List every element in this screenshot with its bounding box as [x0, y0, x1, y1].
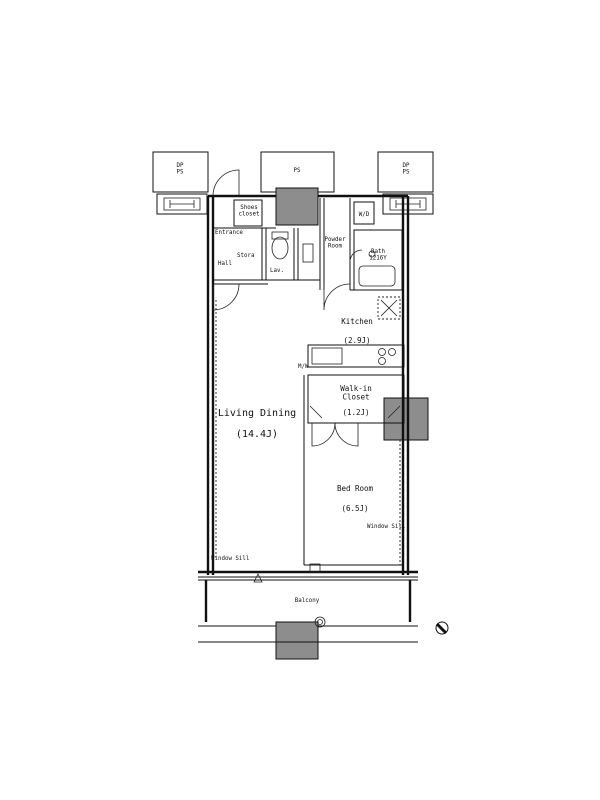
- column-shaft-top: [275, 187, 319, 226]
- outer-walls: [198, 194, 418, 578]
- label-hall: Hall: [218, 261, 232, 267]
- label-walk-in-closet-area: (1.2J): [342, 408, 369, 417]
- balcony: [198, 579, 418, 643]
- label-living-dining: Living Dining: [218, 408, 296, 419]
- label-entrance: Entrance: [215, 230, 243, 236]
- fixtures: [253, 201, 401, 583]
- interior-walls: [213, 198, 405, 566]
- label-window-sill-right: Window Sill: [367, 524, 405, 530]
- label-living-dining-area: (14.4J): [236, 429, 278, 440]
- label-wd: W/D: [359, 212, 370, 218]
- label-kitchen-area: (2.9J): [343, 336, 370, 345]
- doors: [212, 169, 401, 447]
- label-ps-top: PS: [294, 168, 301, 174]
- label-window-sill-left: Window Sill: [211, 556, 249, 562]
- label-bed-room-area: (6.5J): [341, 504, 368, 513]
- label-balcony: Balcony: [295, 598, 320, 604]
- label-kitchen: Kitchen: [341, 317, 373, 326]
- column-shaft-bottom: [275, 621, 319, 660]
- label-storage: Stora: [237, 253, 254, 259]
- north-arrow-icon: [435, 621, 449, 635]
- aircon-unit-icon: [314, 616, 326, 628]
- label-bed-room: Bed Room: [337, 484, 374, 493]
- column-shaft-right: [383, 397, 429, 441]
- label-lav: Lav.: [270, 268, 284, 274]
- label-mw: M/W: [298, 364, 309, 370]
